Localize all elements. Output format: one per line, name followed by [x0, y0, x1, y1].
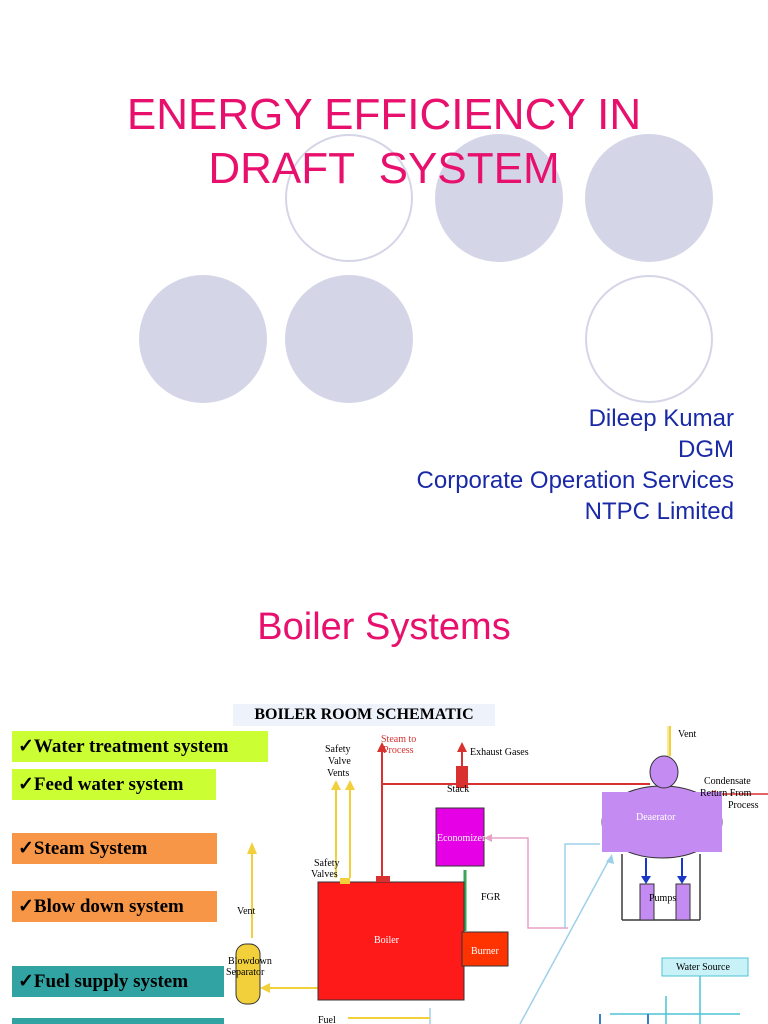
label-safety-valves-1: Safety [314, 858, 340, 869]
decorative-circle-filled [585, 134, 713, 262]
list-item-partial [12, 1018, 224, 1024]
slide-2-title: Boiler Systems [257, 606, 511, 648]
label-stack: Stack [447, 784, 469, 795]
label-deaerator: Deaerator [636, 812, 676, 823]
author-block: Dileep Kumar DGM Corporate Operation Ser… [417, 403, 734, 527]
author-name: Dileep Kumar [588, 405, 734, 432]
list-item-fuel-supply: ✓Fuel supply system [12, 966, 224, 997]
title-slide: ENERGY EFFICIENCY IN DRAFT SYSTEM Dileep… [0, 88, 768, 527]
pump-left [639, 883, 655, 921]
author-organization: NTPC Limited [584, 498, 734, 525]
label-condensate-3: Process [728, 800, 759, 811]
label-condensate-2: Return From [700, 788, 752, 799]
pump-right [675, 883, 691, 921]
list-item-feed-water: ✓Feed water system [12, 769, 216, 800]
slide-title: ENERGY EFFICIENCY IN DRAFT SYSTEM [0, 88, 768, 196]
label-vent-left: Vent [237, 906, 256, 917]
label-fgr: FGR [481, 892, 501, 903]
blowdown-separator [235, 943, 261, 1005]
burner [461, 931, 509, 967]
decorative-circle-outline [285, 134, 413, 262]
boiler-room-schematic: Safety Valve Vents Steam to Process Exha… [226, 726, 768, 1024]
label-steam-to-process-1: Steam to [381, 734, 416, 745]
label-pumps: Pumps [649, 893, 676, 904]
author-designation: DGM [678, 436, 734, 463]
decorative-circle-filled [285, 275, 413, 403]
label-water-source: Water Source [676, 962, 730, 973]
water-source [661, 957, 749, 977]
schematic-labels: Safety Valve Vents Steam to Process Exha… [226, 729, 759, 1024]
decorative-circle-outline [585, 275, 713, 403]
label-condensate-1: Condensate [704, 776, 751, 787]
label-blowdown-1: Blowdown [228, 956, 272, 967]
label-economizer: Economizer [437, 833, 486, 844]
list-item-water-treatment: ✓Water treatment system [12, 731, 268, 762]
label-steam-to-process-2: Process [383, 745, 414, 756]
title-line-1: ENERGY EFFICIENCY IN [126, 90, 642, 139]
label-safety-valve-vents-2: Valve [328, 756, 351, 767]
label-vent-top: Vent [678, 729, 697, 740]
label-exhaust-gases: Exhaust Gases [470, 747, 529, 758]
pipes [247, 726, 768, 1024]
decorative-circle-filled [139, 275, 267, 403]
label-safety-valves-2: Valves [311, 869, 338, 880]
label-fuel: Fuel [318, 1015, 336, 1024]
boiler [317, 881, 465, 1001]
author-department: Corporate Operation Services [416, 467, 734, 494]
economizer [435, 807, 485, 867]
list-item-steam-system: ✓Steam System [12, 833, 217, 864]
schematic-title: BOILER ROOM SCHEMATIC [233, 704, 495, 726]
label-safety-valve-vents-3: Vents [327, 768, 349, 779]
equipment [235, 755, 749, 1005]
title-line-2: DRAFT SYSTEM [208, 144, 560, 193]
decorative-circle-filled [435, 134, 563, 262]
label-safety-valve-vents-1: Safety [325, 744, 351, 755]
label-blowdown-2: Separator [226, 967, 265, 978]
stack [456, 766, 468, 788]
label-boiler: Boiler [374, 935, 400, 946]
list-item-blow-down: ✓Blow down system [12, 891, 217, 922]
label-burner: Burner [471, 946, 499, 957]
